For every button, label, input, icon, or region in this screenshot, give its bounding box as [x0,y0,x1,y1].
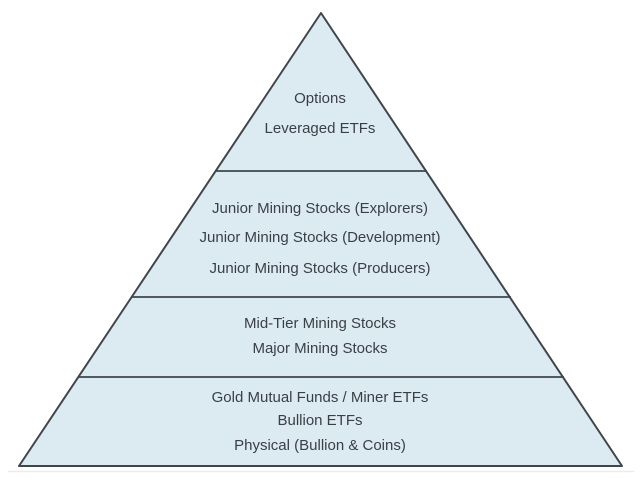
tier1-label-options: Options [294,90,346,107]
tier4-label-bullion-etfs: Bullion ETFs [277,412,362,429]
pyramid-outline [18,12,623,467]
tier3-label-mid-tier: Mid-Tier Mining Stocks [244,315,396,332]
tier2-label-junior-development: Junior Mining Stocks (Development) [200,229,441,246]
tier4-label-gold-mutual-funds: Gold Mutual Funds / Miner ETFs [212,389,429,406]
tier4-label-physical: Physical (Bullion & Coins) [234,437,406,454]
tier2-label-junior-explorers: Junior Mining Stocks (Explorers) [212,200,428,217]
tier1-label-leveraged-etfs: Leveraged ETFs [265,120,376,137]
tier-labels: Options Leveraged ETFs Junior Mining Sto… [200,90,441,454]
tier3-label-major: Major Mining Stocks [252,340,387,357]
tier2-label-junior-producers: Junior Mining Stocks (Producers) [210,260,431,277]
